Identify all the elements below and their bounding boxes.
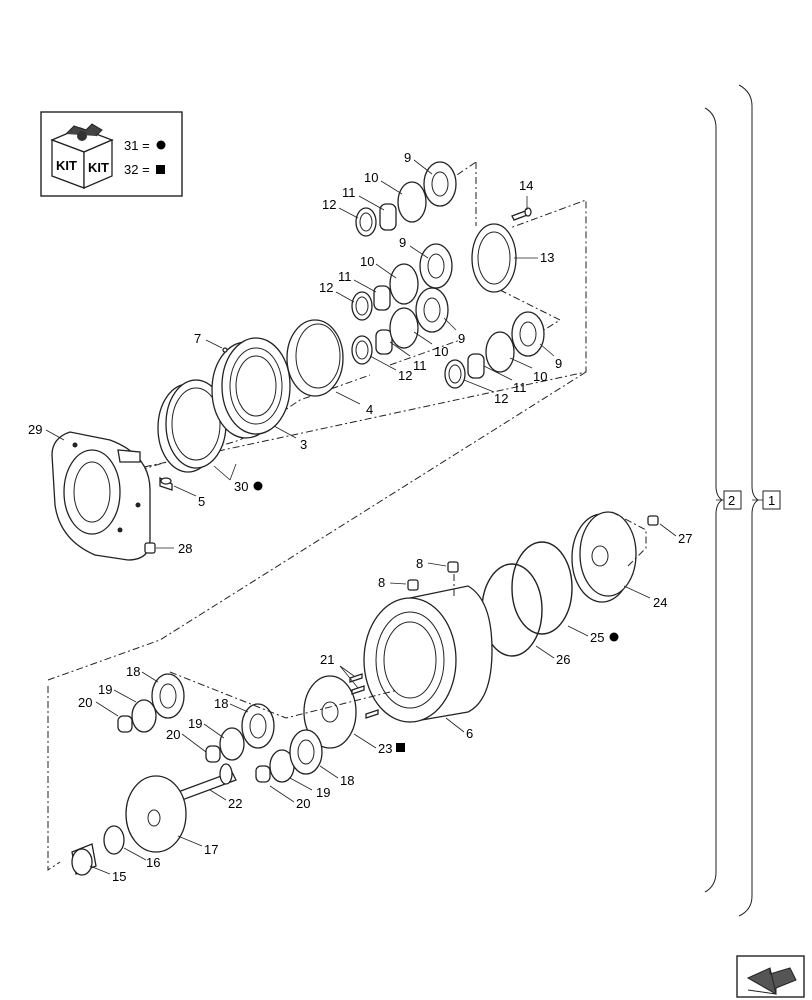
callout-20: 20 xyxy=(166,727,180,742)
part-30-seal xyxy=(157,379,227,473)
group-ref-box-1[interactable] xyxy=(762,490,781,510)
callout-11: 11 xyxy=(513,380,527,395)
callout-12: 12 xyxy=(494,391,508,406)
callout-11: 11 xyxy=(342,185,356,200)
part-14-pin xyxy=(511,207,532,221)
callout-11: 11 xyxy=(338,269,352,284)
callout-15: 15 xyxy=(112,869,126,884)
part-29-housing xyxy=(51,431,151,561)
callout-21: 21 xyxy=(320,652,334,667)
callout-8: 8 xyxy=(378,575,385,590)
callout-20: 20 xyxy=(78,695,92,710)
callout-19: 19 xyxy=(98,682,112,697)
part-4-ring xyxy=(286,319,344,397)
kit-31-circle-symbol xyxy=(156,140,166,150)
part-7-ball xyxy=(222,347,228,353)
gear-set-row-4 xyxy=(444,311,545,389)
callout-30: 30 xyxy=(234,479,248,494)
callout-7: 7 xyxy=(194,331,201,346)
callout-10: 10 xyxy=(360,254,374,269)
part-16-snap-ring xyxy=(103,825,125,855)
callout-12: 12 xyxy=(398,368,412,383)
group-ref-1[interactable]: 1 xyxy=(768,493,775,508)
callout-6: 6 xyxy=(466,726,473,741)
lower-gear-set-1 xyxy=(117,673,185,733)
callout-10: 10 xyxy=(533,369,547,384)
callout-17: 17 xyxy=(204,842,218,857)
bracket-group-1 xyxy=(738,84,759,917)
part-17-planet-carrier xyxy=(125,775,187,853)
part-25-oring xyxy=(511,541,573,635)
callout-5: 5 xyxy=(198,494,205,509)
callout-22: 22 xyxy=(228,796,242,811)
lower-assembly-axes xyxy=(47,511,647,871)
part-28-plug xyxy=(144,542,156,554)
part-22-sun-shaft xyxy=(177,763,237,801)
part-23-thrust-washer xyxy=(303,675,357,749)
callout-13: 13 xyxy=(540,250,554,265)
callout-12: 12 xyxy=(322,197,336,212)
leader-lines xyxy=(45,159,677,875)
callout-20: 20 xyxy=(296,796,310,811)
lower-gear-set-3 xyxy=(255,729,323,783)
callout-10: 10 xyxy=(434,344,448,359)
callout-18: 18 xyxy=(126,664,140,679)
part-24-cover xyxy=(571,511,637,603)
callout-29: 29 xyxy=(28,422,42,437)
kit-line-31: 31 = xyxy=(124,138,150,153)
part-3-bearing xyxy=(211,337,291,439)
callout-9: 9 xyxy=(458,331,465,346)
lower-gear-set-2 xyxy=(205,703,275,763)
callout-19: 19 xyxy=(316,785,330,800)
kit-box-icon xyxy=(50,123,114,189)
group-ref-box-2[interactable] xyxy=(723,490,742,510)
callout-23: 23 xyxy=(378,741,392,756)
kit-32-square-symbol xyxy=(156,165,165,174)
callout-4: 4 xyxy=(366,402,373,417)
callout-28: 28 xyxy=(178,541,192,556)
callout-3: 3 xyxy=(300,437,307,452)
callout-27: 27 xyxy=(678,531,692,546)
kit-icon-label-left: KIT xyxy=(56,158,77,173)
group-ref-2[interactable]: 2 xyxy=(728,493,735,508)
gear-set-row-1 xyxy=(355,161,457,237)
group-brackets: 2 1 xyxy=(704,84,781,917)
callout-10: 10 xyxy=(364,170,378,185)
callout-16: 16 xyxy=(146,855,160,870)
callout-labels: 9 10 11 12 14 13 9 10 11 12 9 10 11 12 9… xyxy=(28,150,692,884)
callout-9: 9 xyxy=(404,150,411,165)
callout-19: 19 xyxy=(188,716,202,731)
callout-14: 14 xyxy=(519,178,533,193)
callout-18: 18 xyxy=(214,696,228,711)
part-6-ring-gear-housing xyxy=(363,585,493,723)
part-5-bolt xyxy=(159,476,173,491)
callout-12: 12 xyxy=(319,280,333,295)
part-13-thrust-plate xyxy=(471,223,517,293)
kit-32-marker xyxy=(396,743,405,752)
gear-set-row-2 xyxy=(351,243,453,321)
kit-31-marker xyxy=(609,632,619,642)
callout-24: 24 xyxy=(653,595,667,610)
kit-icon-label-right: KIT xyxy=(88,160,109,175)
part-27-bolt xyxy=(647,515,659,526)
callout-8: 8 xyxy=(416,556,423,571)
callout-11: 11 xyxy=(413,358,427,373)
part-8-plugs xyxy=(407,561,459,591)
kit-line-32: 32 = xyxy=(124,162,150,177)
part-15-coupler xyxy=(71,843,97,876)
callout-9: 9 xyxy=(399,235,406,250)
callout-9: 9 xyxy=(555,356,562,371)
callout-26: 26 xyxy=(556,652,570,667)
kit-31-marker xyxy=(253,481,263,491)
part-21-pins xyxy=(349,673,379,719)
callout-18: 18 xyxy=(340,773,354,788)
return-arrow-icon[interactable] xyxy=(736,955,805,998)
gear-set-row-3 xyxy=(351,287,449,365)
callout-25: 25 xyxy=(590,630,604,645)
kit-legend: KIT KIT 31 = 32 = xyxy=(40,111,183,197)
